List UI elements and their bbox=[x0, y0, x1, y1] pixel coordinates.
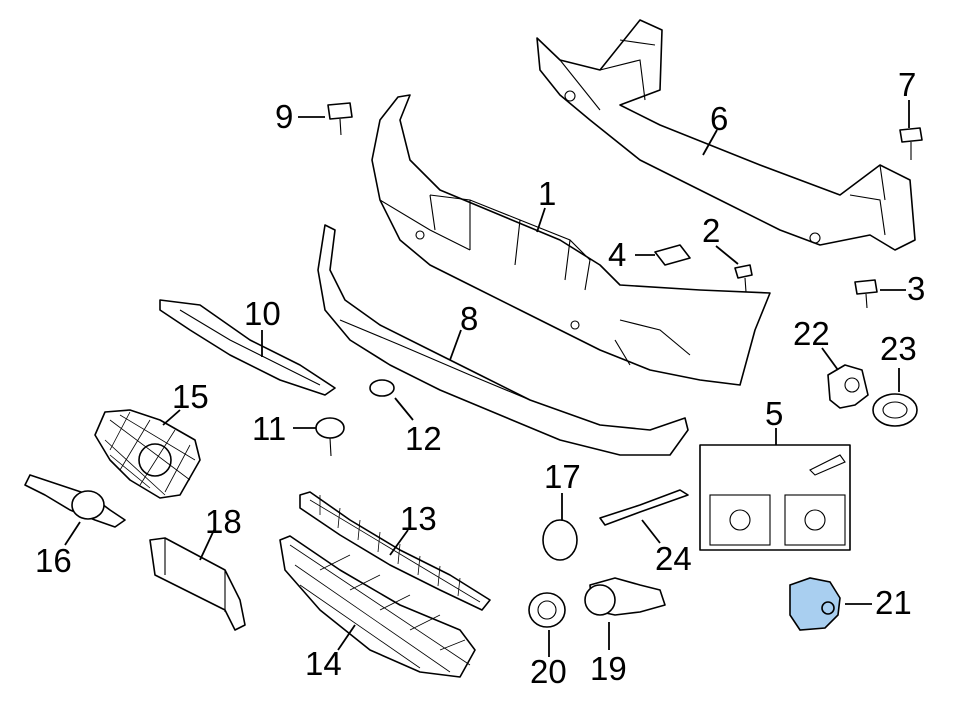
part-8-lower-spoiler[interactable] bbox=[317, 224, 689, 456]
callout-16[interactable]: 16 bbox=[35, 542, 72, 579]
part-9-screw[interactable] bbox=[327, 102, 353, 136]
callout-10[interactable]: 10 bbox=[244, 295, 281, 332]
part-22-sensor[interactable] bbox=[827, 364, 869, 409]
callout-22[interactable]: 22 bbox=[793, 315, 830, 352]
callout-9[interactable]: 9 bbox=[275, 98, 293, 135]
callout-4[interactable]: 4 bbox=[608, 236, 626, 273]
callout-17[interactable]: 17 bbox=[544, 458, 581, 495]
callout-5[interactable]: 5 bbox=[765, 395, 783, 432]
callout-6[interactable]: 6 bbox=[710, 100, 728, 137]
leader-arrows bbox=[64, 100, 910, 657]
part-23-gasket[interactable] bbox=[872, 393, 918, 427]
part-12-grommet[interactable] bbox=[369, 379, 395, 397]
callout-21[interactable]: 21 bbox=[875, 584, 912, 621]
part-5-bracket-set[interactable] bbox=[699, 444, 851, 551]
part-18-license-bracket[interactable] bbox=[149, 537, 246, 631]
callout-14[interactable]: 14 bbox=[305, 645, 342, 682]
callout-8[interactable]: 8 bbox=[460, 300, 478, 337]
part-13-grille[interactable] bbox=[299, 491, 491, 611]
callout-18[interactable]: 18 bbox=[205, 503, 242, 540]
part-19-park-sensor[interactable] bbox=[584, 577, 666, 616]
part-20-sensor-ring[interactable] bbox=[528, 592, 566, 628]
callout-3[interactable]: 3 bbox=[907, 270, 925, 307]
part-2-screw[interactable] bbox=[734, 264, 753, 293]
callout-15[interactable]: 15 bbox=[172, 378, 209, 415]
callout-1[interactable]: 1 bbox=[538, 175, 556, 212]
part-4-clip[interactable] bbox=[654, 244, 691, 266]
part-6-bumper-reinforcement[interactable] bbox=[536, 19, 916, 251]
part-3-screw[interactable] bbox=[854, 279, 878, 309]
part-11-screw[interactable] bbox=[315, 417, 345, 457]
part-1-bumper-cover[interactable] bbox=[371, 94, 771, 386]
part-14-lower-grille[interactable] bbox=[279, 535, 476, 678]
part-24-trim-strip[interactable] bbox=[599, 489, 689, 526]
callout-23[interactable]: 23 bbox=[880, 330, 917, 367]
callout-11[interactable]: 11 bbox=[252, 410, 286, 447]
part-15-fog-trim[interactable] bbox=[94, 409, 201, 499]
part-7-screw[interactable] bbox=[899, 127, 923, 160]
callout-20[interactable]: 20 bbox=[530, 653, 567, 690]
callout-2[interactable]: 2 bbox=[702, 212, 720, 249]
part-16-bracket[interactable] bbox=[24, 474, 126, 528]
callout-24[interactable]: 24 bbox=[655, 540, 692, 577]
part-17-cap[interactable] bbox=[542, 519, 578, 561]
callout-12[interactable]: 12 bbox=[405, 420, 442, 457]
callout-19[interactable]: 19 bbox=[590, 650, 627, 687]
part-21-sensor-housing[interactable] bbox=[789, 577, 841, 631]
callout-7[interactable]: 7 bbox=[898, 66, 916, 103]
part-10-bracket[interactable] bbox=[159, 299, 336, 396]
callout-13[interactable]: 13 bbox=[400, 500, 437, 537]
